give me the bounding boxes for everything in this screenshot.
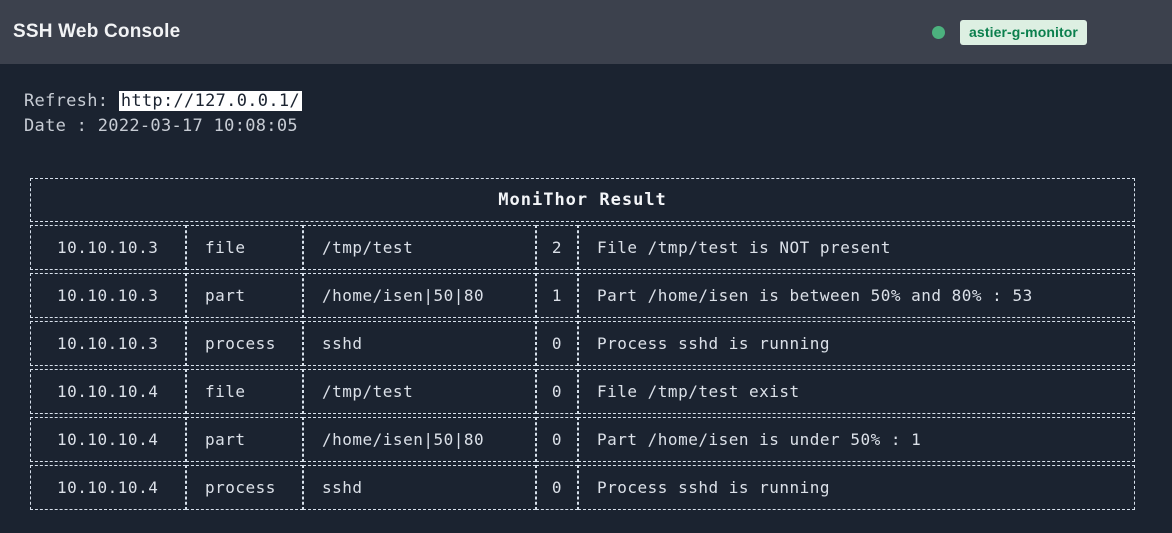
cell-host: 10.10.10.3 bbox=[30, 225, 186, 270]
cell-message: Process sshd is running bbox=[578, 321, 1136, 366]
cell-target: /home/isen|50|80 bbox=[303, 273, 536, 318]
table-title: MoniThor Result bbox=[30, 178, 1136, 222]
cell-status-code: 0 bbox=[536, 321, 578, 366]
cell-status-code: 1 bbox=[536, 273, 578, 318]
status-group: astier-g-monitor bbox=[932, 19, 1087, 45]
monithor-table: MoniThor Result 10.10.10.3 file /tmp/tes… bbox=[30, 175, 1136, 513]
table-row: 10.10.10.4 process sshd 0 Process sshd i… bbox=[30, 465, 1136, 510]
page-title: SSH Web Console bbox=[13, 21, 181, 42]
cell-check-type: file bbox=[186, 369, 303, 414]
cell-check-type: file bbox=[186, 225, 303, 270]
cell-target: sshd bbox=[303, 465, 536, 510]
cell-host: 10.10.10.4 bbox=[30, 417, 186, 462]
top-bar: SSH Web Console astier-g-monitor bbox=[0, 0, 1172, 64]
cell-host: 10.10.10.3 bbox=[30, 273, 186, 318]
cell-message: Part /home/isen is under 50% : 1 bbox=[578, 417, 1136, 462]
refresh-url-link[interactable]: http://127.0.0.1/ bbox=[118, 91, 302, 111]
cell-target: sshd bbox=[303, 321, 536, 366]
cell-message: Process sshd is running bbox=[578, 465, 1136, 510]
cell-host: 10.10.10.4 bbox=[30, 465, 186, 510]
cell-host: 10.10.10.4 bbox=[30, 369, 186, 414]
cell-status-code: 2 bbox=[536, 225, 578, 270]
table-row: 10.10.10.3 part /home/isen|50|80 1 Part … bbox=[30, 273, 1136, 318]
cell-message: File /tmp/test is NOT present bbox=[578, 225, 1136, 270]
cell-check-type: process bbox=[186, 321, 303, 366]
host-badge: astier-g-monitor bbox=[960, 19, 1087, 45]
cell-target: /tmp/test bbox=[303, 369, 536, 414]
info-block: Refresh: http://127.0.0.1/ Date : 2022-0… bbox=[24, 89, 1172, 139]
cell-target: /tmp/test bbox=[303, 225, 536, 270]
table-row: 10.10.10.3 process sshd 0 Process sshd i… bbox=[30, 321, 1136, 366]
table-row: 10.10.10.4 part /home/isen|50|80 0 Part … bbox=[30, 417, 1136, 462]
cell-check-type: part bbox=[186, 417, 303, 462]
cell-target: /home/isen|50|80 bbox=[303, 417, 536, 462]
table-row: 10.10.10.4 file /tmp/test 0 File /tmp/te… bbox=[30, 369, 1136, 414]
status-dot-icon bbox=[932, 25, 946, 39]
cell-host: 10.10.10.3 bbox=[30, 321, 186, 366]
cell-status-code: 0 bbox=[536, 465, 578, 510]
cell-check-type: process bbox=[186, 465, 303, 510]
cell-status-code: 0 bbox=[536, 417, 578, 462]
table-row: 10.10.10.3 file /tmp/test 2 File /tmp/te… bbox=[30, 225, 1136, 270]
cell-message: File /tmp/test exist bbox=[578, 369, 1136, 414]
cell-message: Part /home/isen is between 50% and 80% :… bbox=[578, 273, 1136, 318]
cell-check-type: part bbox=[186, 273, 303, 318]
refresh-label: Refresh: bbox=[24, 91, 119, 111]
cell-status-code: 0 bbox=[536, 369, 578, 414]
date-line: Date : 2022-03-17 10:08:05 bbox=[24, 116, 298, 136]
table-title-row: MoniThor Result bbox=[30, 178, 1136, 222]
refresh-line: Refresh: http://127.0.0.1/ bbox=[24, 89, 1172, 114]
